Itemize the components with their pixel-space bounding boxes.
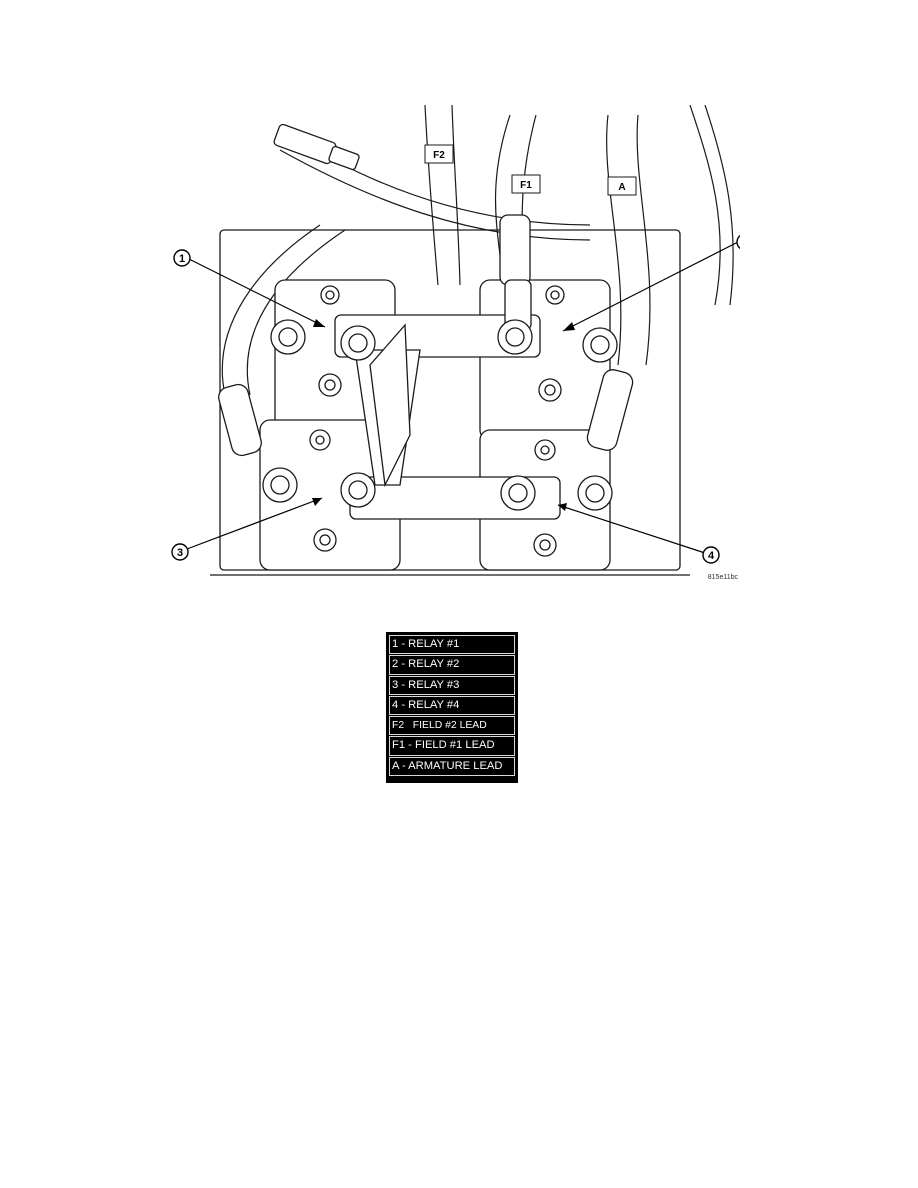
image-code: 815e11bc [708,574,739,581]
legend-row: 4 - RELAY #4 [389,695,515,716]
legend-row: 1 - RELAY #1 [389,635,515,655]
connector-plug [273,123,360,171]
callout-4-label: 4 [708,550,715,562]
legend-row: F1 - FIELD #1 LEAD [389,736,515,756]
relay-assembly-diagram: F2 F1 A 1 2 3 4 815e11bc [171,105,740,581]
callout-1: 1 [173,249,326,328]
cable-tag-a: A [607,176,637,196]
terminal-nuts [262,319,618,511]
relay-2 [479,279,611,441]
legend-table: 1 - RELAY #1 2 - RELAY #2 3 - RELAY #3 4… [386,632,518,783]
legend-row: 2 - RELAY #2 [389,655,515,675]
callout-2: 2 [562,234,740,332]
relay-3 [259,419,401,571]
diagonal-leads [354,323,421,488]
callout-4: 4 [557,503,720,564]
callout-3: 3 [171,497,323,561]
legend-row: F2 FIELD #2 LEAD [389,716,515,736]
cable-tag-f2-label: F2 [433,150,445,161]
legend-row: 3 - RELAY #3 [389,675,515,695]
cable-tag-f1: F1 [511,174,541,194]
callout-1-label: 1 [179,253,185,265]
legend-row: A - ARMATURE LEAD [389,756,515,777]
cable-tag-a-label: A [618,182,625,193]
cable-tag-f2: F2 [424,144,454,164]
callout-3-label: 3 [177,547,183,559]
cable-tag-f1-label: F1 [520,180,532,191]
